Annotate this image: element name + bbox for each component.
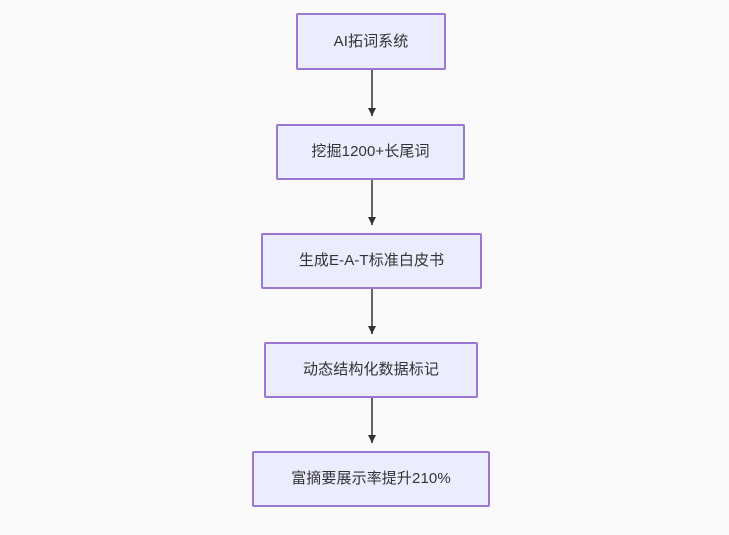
edge-line (371, 180, 373, 225)
arrowhead-icon (367, 326, 376, 334)
flow-node-label: AI拓词系统 (333, 32, 409, 50)
flow-node-ai-keyword-system[interactable]: AI拓词系统 (296, 13, 446, 70)
edge-line (371, 398, 373, 443)
flow-node-label: 挖掘1200+长尾词 (311, 143, 430, 160)
flow-node-label: 动态结构化数据标记 (303, 361, 439, 378)
flow-node-mine-longtail-keywords[interactable]: 挖掘1200+长尾词 (276, 124, 465, 180)
flow-node-label: 富摘要展示率提升210% (291, 470, 451, 487)
edge-line (371, 70, 373, 116)
arrowhead-icon (367, 435, 376, 443)
flow-node-label: 生成E-A-T标准白皮书 (298, 252, 445, 269)
arrowhead-icon (367, 108, 376, 116)
flow-node-dynamic-structured-data-markup[interactable]: 动态结构化数据标记 (264, 342, 478, 398)
flow-node-generate-eat-whitepaper[interactable]: 生成E-A-T标准白皮书 (261, 233, 482, 289)
flow-node-rich-snippet-impression-lift[interactable]: 富摘要展示率提升210% (252, 451, 490, 507)
edge-line (371, 289, 373, 334)
arrowhead-icon (367, 217, 376, 225)
